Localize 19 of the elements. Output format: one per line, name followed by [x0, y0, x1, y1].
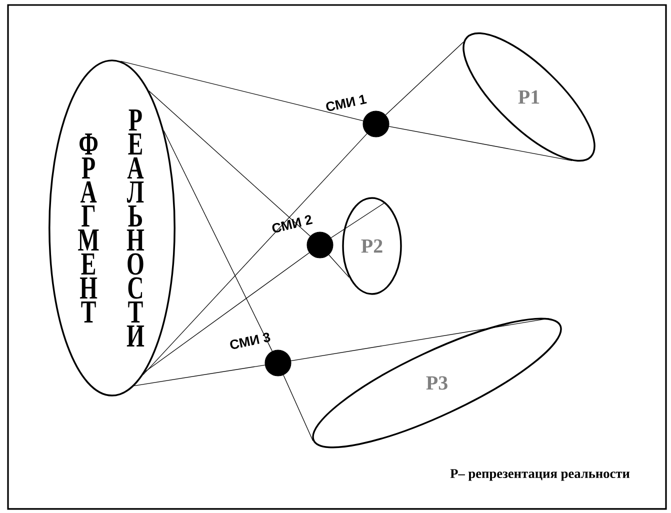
connector-line: [142, 133, 368, 375]
connector-line: [163, 130, 272, 352]
connector-line: [385, 42, 464, 116]
note: Р– репрезентация реальности: [450, 469, 630, 481]
connector-line: [134, 364, 266, 386]
connector-line: [290, 318, 550, 362]
media-label: СМИ 1: [326, 94, 367, 111]
dot: [362, 110, 390, 138]
connector-line: [328, 254, 350, 278]
connector-line: [148, 90, 310, 236]
media-label: СМИ 2: [272, 215, 313, 232]
connector-line: [144, 252, 310, 372]
connector-line: [330, 202, 386, 238]
connector-line: [388, 126, 572, 162]
dot: [306, 232, 334, 258]
dot: [264, 350, 292, 376]
connector-line: [283, 374, 314, 442]
media-label: СМИ 3: [230, 332, 270, 349]
connector-line: [120, 60, 364, 122]
